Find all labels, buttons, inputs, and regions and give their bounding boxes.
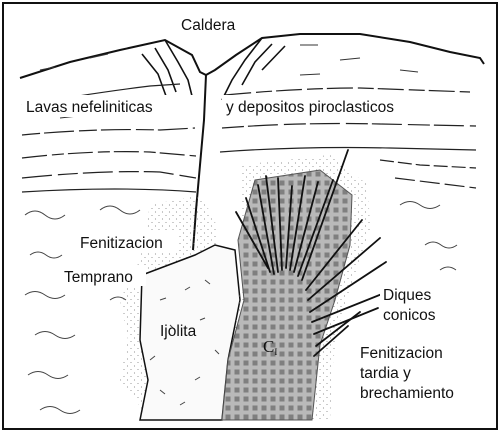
- edifice-inner-right: [221, 37, 286, 101]
- label-fenitizacion-temprana-1: Fenitizacion: [80, 235, 163, 252]
- label-depositos: y depositos piroclasticos: [226, 99, 394, 116]
- label-temprano-bg: [62, 266, 146, 286]
- label-diques-2: conicos: [383, 307, 436, 324]
- label-fen-early-bg: [78, 232, 178, 252]
- label-fenitizacion-tardia-3: brechamiento: [360, 385, 454, 402]
- label-diques-1: Diques: [383, 287, 431, 304]
- cone-sheet-dikes: [235, 149, 393, 357]
- edifice-surface: [19, 33, 485, 79]
- ijolite-dashes: [149, 279, 220, 406]
- label-depositos-bg: [222, 95, 454, 117]
- label-fen-late-bg: [357, 342, 475, 404]
- label-diques-bg: [380, 284, 438, 324]
- label-fenitizacion-tardia-1: Fenitizacion: [360, 345, 443, 362]
- label-carbonatite: CI: [263, 337, 277, 357]
- label-lavas-bg: [22, 95, 194, 117]
- label-fenitizacion-tardia-2: tardia y: [360, 365, 411, 382]
- label-lavas: Lavas nefeliniticas: [26, 99, 153, 116]
- lava-strata-right: [219, 87, 477, 189]
- label-ijolita: Ijolita: [160, 323, 197, 340]
- label-caldera: Caldera: [181, 17, 236, 34]
- label-fenitizacion-temprana-2: Temprano: [64, 269, 133, 286]
- edifice-inner-left: [141, 39, 194, 101]
